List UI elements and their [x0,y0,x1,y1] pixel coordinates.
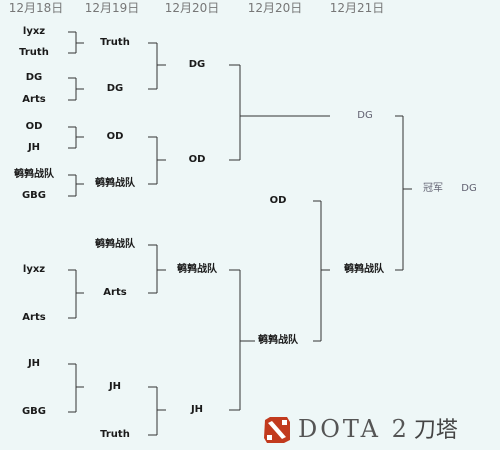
date-header-dec20-b: 12月20日 [247,1,303,15]
team-r2-2: DG [106,83,124,94]
team-r1-11: JH [27,358,41,369]
date-header-dec18: 12月18日 [8,1,64,15]
team-r1-1: lyxz [22,26,46,37]
team-r5-2: 鹌鹑战队 [344,264,384,275]
team-r2-6: Arts [103,287,127,298]
team-r1-7: 鹌鹑战队 [14,169,54,180]
team-r2-3: OD [106,131,124,142]
team-r3-3: 鹌鹑战队 [177,264,217,275]
team-r4-2: 鹌鹑战队 [258,335,298,346]
team-r3-2: OD [188,154,206,165]
team-r1-6: JH [27,142,41,153]
logo-text: DOTA 2 [298,415,410,443]
team-r1-10: Arts [22,312,46,323]
team-r2-4: 鹌鹑战队 [95,178,135,189]
team-r1-2: Truth [19,47,49,58]
team-r1-3: DG [25,72,43,83]
team-r1-4: Arts [22,94,46,105]
team-r5-1: DG [357,110,373,121]
date-header-dec20-a: 12月20日 [164,1,220,15]
team-r2-8: Truth [100,429,130,440]
team-r3-1: DG [188,59,206,70]
champion-label: 冠军 [423,183,443,194]
team-r3-4: JH [190,404,204,415]
dota2-emblem-icon [264,417,290,443]
team-r4-1: OD [269,195,287,206]
team-r2-7: JH [108,381,122,392]
logo-text-cn: 刀塔 [413,418,458,443]
team-r1-8: GBG [21,190,47,201]
date-header-dec21: 12月21日 [329,1,385,15]
team-r1-9: lyxz [22,264,46,275]
team-r2-1: Truth [100,37,130,48]
team-r2-5: 鹌鹑战队 [95,239,135,250]
team-r1-12: GBG [21,406,47,417]
date-header-dec19: 12月19日 [84,1,140,15]
champion-team: DG [461,183,477,194]
team-r1-5: OD [25,121,43,132]
